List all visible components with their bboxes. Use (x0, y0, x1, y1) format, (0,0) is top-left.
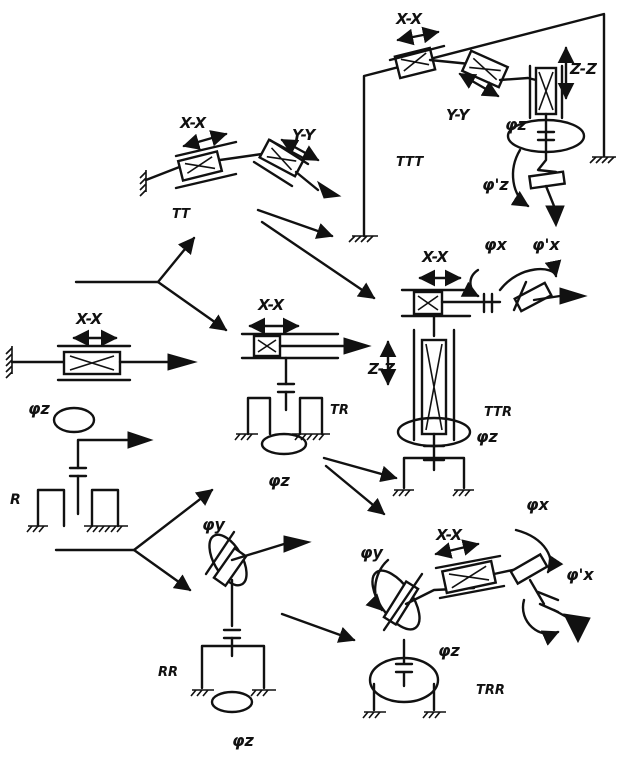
t-label-xx: X-X (75, 310, 104, 328)
ttt-label-phiz-prime: φ'z (482, 175, 509, 194)
tt-x-slider (174, 140, 238, 190)
ttt-y-slider (460, 49, 510, 89)
tt-mechanism: X-X Y-Y TT (139, 114, 342, 222)
ttr-label-phix-prime: φ'x (532, 235, 560, 254)
tt-name: TT (172, 207, 191, 222)
tt-label-yy: Y-Y (292, 126, 317, 144)
ttt-label-yy: Y-Y (446, 106, 471, 124)
tr-label-xx: X-X (257, 296, 286, 314)
t-x-slider (56, 344, 132, 382)
tt-label-xx: X-X (179, 114, 208, 132)
rr-label-phiz: φz (232, 731, 255, 750)
trr-label-phiz: φz (438, 641, 461, 660)
trr-label-xx: X-X (435, 526, 464, 544)
trr-label-phix: φx (526, 495, 550, 514)
r-name: R (10, 492, 21, 508)
tr-label-phiz: φz (268, 471, 291, 490)
rr-label-phiy: φy (202, 515, 226, 534)
ttt-label-phiz: φz (505, 115, 528, 134)
trr-name: TRR (476, 683, 505, 698)
r-mechanism: φz R (10, 399, 154, 533)
ttr-label-phiz: φz (476, 427, 499, 446)
tr-name: TR (330, 403, 349, 418)
tr-x-slider (252, 334, 282, 358)
ttr-name: TTR (484, 405, 512, 420)
ttt-x-slider (388, 44, 446, 80)
ttt-label-xx: X-X (395, 10, 424, 28)
trr-label-phix-prime: φ'x (566, 565, 594, 584)
trr-x-slider (434, 554, 506, 600)
t-mechanism: X-X (5, 310, 198, 382)
ttr-label-xx: X-X (421, 248, 450, 266)
trr-label-phiy: φy (360, 543, 384, 562)
trr-mechanism: φy X-X φx φ'x φz TRR (360, 495, 594, 719)
rr-mechanism: φy RR φz (158, 515, 312, 750)
ttr-z-column (412, 328, 456, 442)
rr-name: RR (158, 665, 178, 680)
ttt-z-column (528, 64, 564, 120)
ttt-name: TTT (396, 155, 424, 170)
tt-y-slider (252, 138, 310, 188)
tr-mechanism: X-X TR φz (234, 296, 372, 490)
ttr-label-zz: Z-Z (367, 360, 396, 378)
ttr-mechanism: X-X φx φ'x Z-Z TTR φz (367, 235, 588, 497)
ttt-mechanism: X-X Y-Y Z-Z φz φ'z TTT (348, 10, 616, 243)
ttr-label-phix: φx (484, 235, 508, 254)
ttr-x-slider (412, 290, 444, 316)
connector-arrows (54, 208, 398, 643)
ttt-label-zz: Z-Z (569, 60, 598, 78)
r-label-phiz: φz (28, 399, 51, 418)
